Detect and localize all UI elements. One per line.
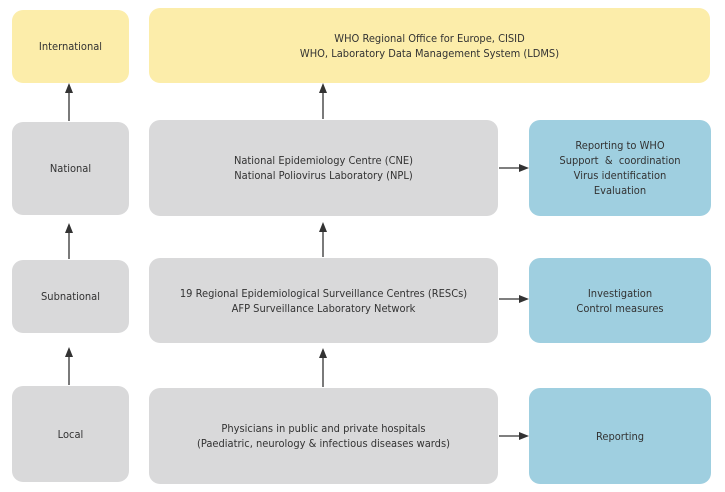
national-action-1: Reporting to WHO [575,139,665,152]
subnational-box: 19 Regional Epidemiological Surveillance… [149,258,498,343]
level-subnational: Subnational [12,260,129,333]
national-box: National Epidemiology Centre (CNE) Natio… [149,120,498,216]
level-subnational-label: Subnational [41,290,100,303]
level-local: Local [12,386,129,482]
national-action-2: Support & coordination [559,154,681,167]
level-international-label: International [38,40,103,53]
local-actions-box: Reporting [529,388,711,484]
national-action-3: Virus identification [573,169,667,182]
level-national: National [12,122,129,215]
subnational-line-2: AFP Surveillance Laboratory Network [231,301,416,315]
subnational-action-2: Control measures [576,301,664,315]
national-actions-box: Reporting to WHO Support & coordination … [529,120,711,216]
level-local-label: Local [57,427,84,441]
local-line-2: (Paediatric, neurology & infectious dise… [197,437,450,450]
international-line-2: WHO, Laboratory Data Management System (… [299,46,560,60]
local-box: Physicians in public and private hospita… [149,388,498,484]
national-line-1: National Epidemiology Centre (CNE) [233,154,414,167]
local-line-1: Physicians in public and private hospita… [221,422,426,435]
subnational-action-1: Investigation [587,286,653,300]
national-action-4: Evaluation [593,184,647,197]
level-international: International [12,10,129,83]
international-box: WHO Regional Office for Europe, CISID WH… [149,8,710,83]
international-line-1: WHO Regional Office for Europe, CISID [334,31,525,45]
subnational-actions-box: Investigation Control measures [529,258,711,343]
level-national-label: National [49,162,92,175]
subnational-line-1: 19 Regional Epidemiological Surveillance… [179,286,468,300]
local-action-1: Reporting [595,429,645,443]
national-line-2: National Poliovirus Laboratory (NPL) [234,169,413,182]
